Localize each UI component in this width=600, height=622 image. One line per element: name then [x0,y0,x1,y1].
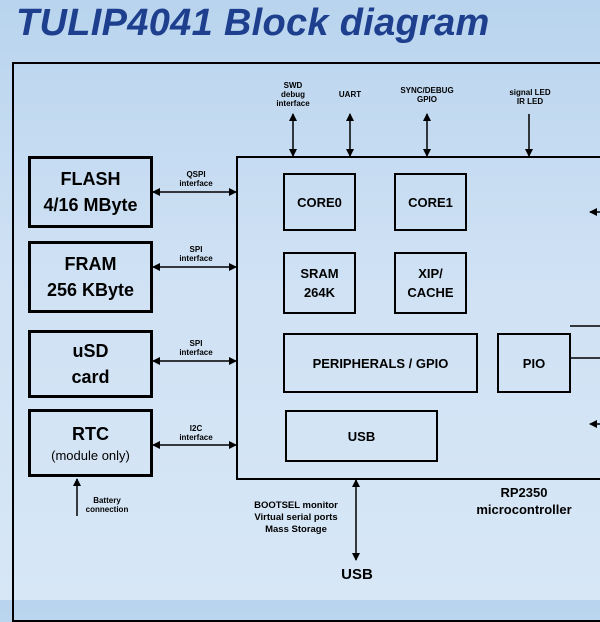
core1-box: CORE1 [394,173,467,231]
page-title: TULIP4041 Block diagram [16,2,490,44]
uart-label: UART [338,90,362,99]
usd-label: uSD [72,341,109,361]
pio-box: PIO [497,333,571,393]
xip-cache-box: XIP/CACHE [394,252,467,314]
flash-label: FLASH [60,169,121,189]
connector-arrows [73,113,600,561]
flash-box: FLASH 4/16 MByte [28,156,153,228]
rtc-box: RTC (module only) [28,409,153,477]
usd-sub: card [71,367,110,387]
rtc-sub: (module only) [51,448,130,463]
fram-label: FRAM [64,254,117,274]
usd-box: uSD card [28,330,153,398]
usb-internal-box: USB [285,410,438,462]
peripherals-box: PERIPHERALS / GPIO [283,333,478,393]
flash-size: 4/16 MByte [43,195,138,215]
rtc-label: RTC [72,424,109,444]
fram-box: FRAM 256 KByte [28,241,153,313]
fram-size: 256 KByte [46,280,135,300]
usb-bottom-label: USB [341,566,373,583]
rp2350-box [236,156,600,480]
core0-box: CORE0 [283,173,356,231]
